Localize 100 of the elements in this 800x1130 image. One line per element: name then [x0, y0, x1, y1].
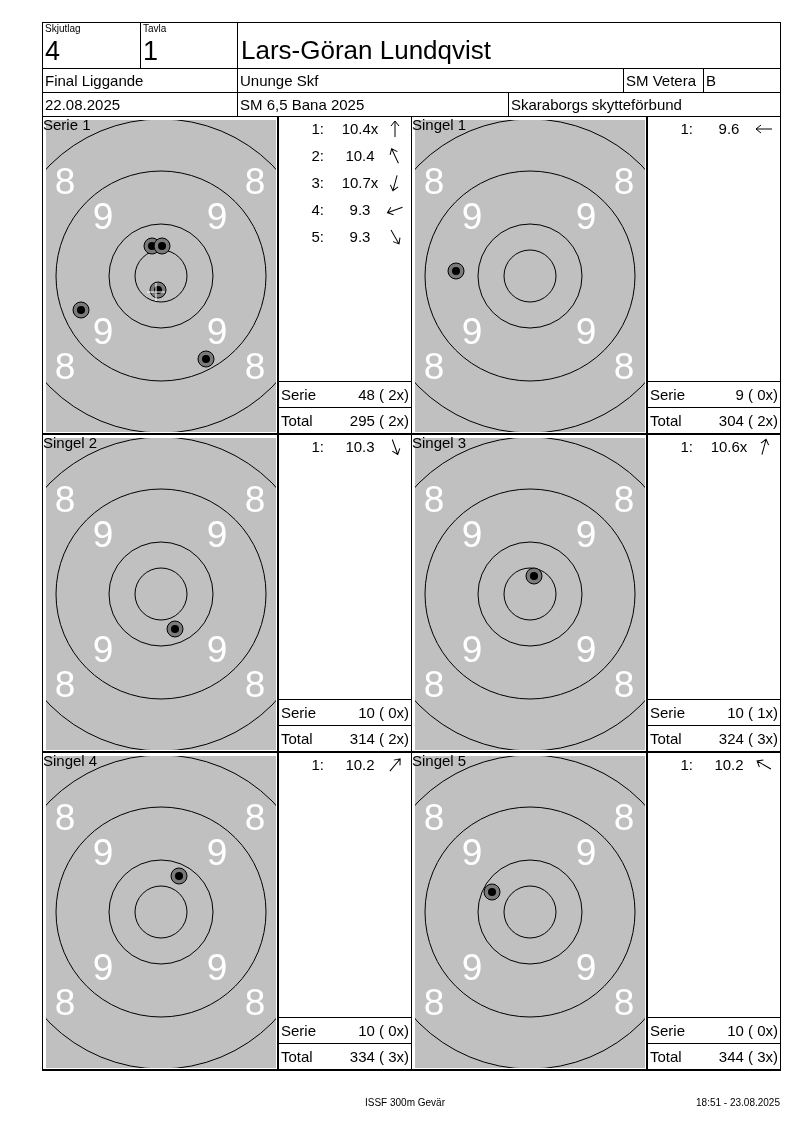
- ring-number: 9: [205, 947, 229, 989]
- summary-label: Total: [281, 1047, 313, 1067]
- shot-number: 2:: [310, 146, 324, 166]
- shot-score: 9.6: [717, 119, 741, 139]
- ring-number: 8: [422, 161, 446, 203]
- shot-number: 1:: [310, 119, 324, 139]
- shot-number: 4:: [310, 200, 324, 220]
- ring-number: 9: [205, 514, 229, 556]
- ring-number: 8: [422, 982, 446, 1024]
- shot-score: 10.2: [344, 755, 376, 775]
- summary-label: Serie: [281, 703, 317, 723]
- shot-number: 1:: [679, 437, 693, 457]
- summary-value: 334 ( 3x): [349, 1047, 409, 1067]
- shot-number: 1:: [679, 119, 693, 139]
- summary-label: Total: [281, 729, 313, 749]
- ring-number: 9: [574, 832, 598, 874]
- ring-number: 8: [53, 479, 77, 521]
- shot-score: 10.4: [344, 146, 376, 166]
- ring-number: 8: [243, 797, 267, 839]
- series-title: Singel 5: [412, 752, 467, 770]
- shot-score: 10.6x: [709, 437, 749, 457]
- ring-number: 8: [422, 797, 446, 839]
- ring-number: 8: [422, 479, 446, 521]
- ring-number: 8: [612, 346, 636, 388]
- summary-label: Serie: [650, 1021, 686, 1041]
- ring-number: 8: [53, 161, 77, 203]
- summary-value: 9 ( 0x): [735, 385, 778, 405]
- series-title: Singel 4: [43, 752, 98, 770]
- ring-number: 9: [91, 947, 115, 989]
- series-title: Singel 2: [43, 434, 98, 452]
- ring-number: 9: [574, 196, 598, 238]
- summary-value: 324 ( 3x): [718, 729, 778, 749]
- summary-label: Total: [650, 411, 682, 431]
- ring-number: 8: [53, 797, 77, 839]
- shot-number: 1:: [679, 755, 693, 775]
- ring-number: 8: [243, 479, 267, 521]
- shot-number: 1:: [310, 755, 324, 775]
- ring-number: 9: [205, 196, 229, 238]
- summary-label: Total: [650, 1047, 682, 1067]
- summary-value: 10 ( 0x): [358, 1021, 409, 1041]
- summary-value: 10 ( 0x): [727, 1021, 778, 1041]
- footer-text: ISSF 300m Gevär: [364, 1097, 446, 1108]
- series-title: Singel 3: [412, 434, 467, 452]
- summary-value: 295 ( 2x): [349, 411, 409, 431]
- shot-score: 10.7x: [340, 173, 380, 193]
- ring-number: 8: [612, 797, 636, 839]
- ring-number: 9: [574, 629, 598, 671]
- ring-number: 9: [574, 311, 598, 353]
- ring-number: 9: [205, 629, 229, 671]
- ring-number: 9: [460, 311, 484, 353]
- shot-score: 9.3: [348, 200, 372, 220]
- ring-number: 8: [422, 664, 446, 706]
- series-title: Singel 1: [412, 116, 467, 134]
- ring-number: 8: [243, 982, 267, 1024]
- summary-value: 314 ( 2x): [349, 729, 409, 749]
- ring-number: 9: [91, 514, 115, 556]
- ring-number: 9: [91, 832, 115, 874]
- ring-number: 8: [53, 664, 77, 706]
- ring-number: 9: [460, 947, 484, 989]
- series-title: Serie 1: [43, 116, 91, 134]
- summary-value: 304 ( 2x): [718, 411, 778, 431]
- summary-label: Total: [650, 729, 682, 749]
- shot-score: 9.3: [348, 227, 372, 247]
- summary-label: Total: [281, 411, 313, 431]
- summary-label: Serie: [281, 1021, 317, 1041]
- field-caption: Skjutlag: [45, 23, 81, 34]
- shot-score: 10.3: [344, 437, 376, 457]
- ring-number: 9: [205, 832, 229, 874]
- summary-label: Serie: [281, 385, 317, 405]
- shot-score: 10.4x: [340, 119, 380, 139]
- summary-label: Serie: [650, 385, 686, 405]
- ring-number: 9: [460, 196, 484, 238]
- shot-score: 10.2: [713, 755, 745, 775]
- ring-number: 9: [574, 947, 598, 989]
- timestamp: 18:51 - 23.08.2025: [696, 1097, 780, 1108]
- ring-number: 8: [53, 982, 77, 1024]
- shot-number: 3:: [310, 173, 324, 193]
- field-value: 1: [143, 35, 159, 67]
- field-value: 4: [45, 35, 61, 67]
- summary-value: 10 ( 1x): [727, 703, 778, 723]
- field-caption: Tavla: [143, 23, 167, 34]
- ring-number: 8: [612, 479, 636, 521]
- ring-number: 8: [422, 346, 446, 388]
- ring-number: 9: [460, 629, 484, 671]
- shot-number: 1:: [310, 437, 324, 457]
- ring-number: 8: [243, 346, 267, 388]
- ring-number: 9: [91, 311, 115, 353]
- ring-number: 8: [612, 982, 636, 1024]
- shot-number: 5:: [310, 227, 324, 247]
- ring-number: 9: [205, 311, 229, 353]
- summary-value: 48 ( 2x): [358, 385, 409, 405]
- ring-number: 8: [612, 664, 636, 706]
- ring-number: 9: [91, 196, 115, 238]
- ring-number: 9: [460, 514, 484, 556]
- summary-value: 344 ( 3x): [718, 1047, 778, 1067]
- ring-number: 9: [574, 514, 598, 556]
- ring-number: 8: [53, 346, 77, 388]
- ring-number: 8: [612, 161, 636, 203]
- ring-number: 9: [460, 832, 484, 874]
- ring-number: 8: [243, 161, 267, 203]
